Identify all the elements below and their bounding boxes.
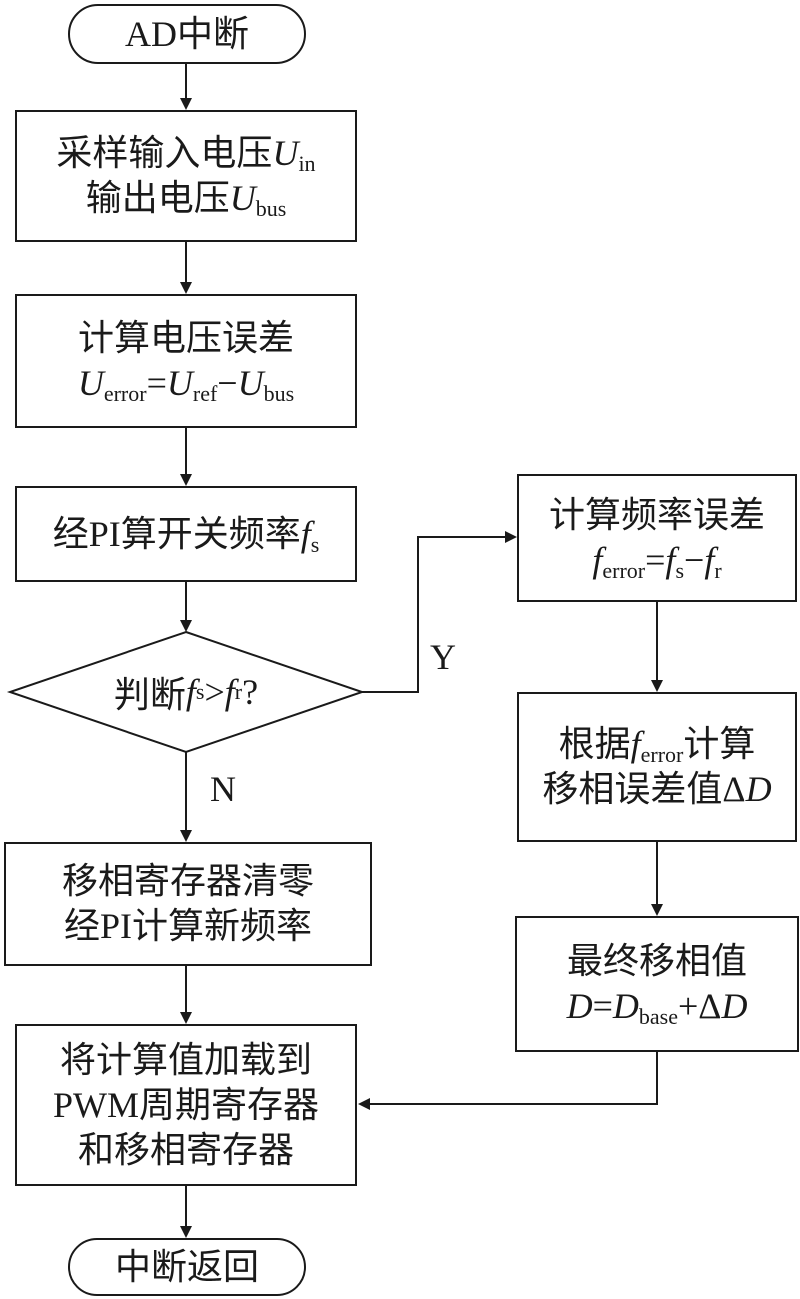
- sample-line-1: 采样输入电压Uin: [56, 133, 316, 176]
- load-line-3: 和移相寄存器: [77, 1129, 294, 1170]
- end-terminal: 中断返回: [68, 1238, 306, 1296]
- voltage-error-title: 计算电压误差: [77, 318, 294, 358]
- sample-voltage-box: 采样输入电压Uin 输出电压Ubus: [15, 110, 357, 242]
- no-label: N: [210, 769, 236, 809]
- voltage-error-formula: Uerror=Uref−Ubus: [77, 363, 295, 406]
- end-label: 中断返回: [114, 1246, 259, 1287]
- load-line-2: PWM周期寄存器: [52, 1084, 319, 1125]
- clear-register-box: 移相寄存器清零 经PI计算新频率: [4, 842, 372, 966]
- sample-line-2: 输出电压Ubus: [85, 178, 287, 221]
- final-phase-formula: D=Dbase+ΔD: [566, 986, 748, 1029]
- arrow-final-to-load: [358, 1052, 658, 1110]
- frequency-error-formula: ferror=fs−fr: [592, 540, 722, 583]
- phase-error-line-2: 移相误差值ΔD: [542, 769, 772, 809]
- start-label: AD中断: [125, 13, 249, 54]
- pi-frequency-box: 经PI算开关频率fs: [15, 486, 357, 582]
- start-terminal: AD中断: [68, 4, 306, 64]
- load-line-1: 将计算值加载到: [59, 1039, 312, 1080]
- arrow-decision-yes: [362, 531, 517, 693]
- final-phase-box: 最终移相值 D=Dbase+ΔD: [515, 916, 799, 1052]
- load-registers-box: 将计算值加载到 PWM周期寄存器 和移相寄存器: [15, 1024, 357, 1186]
- frequency-error-title: 计算频率误差: [548, 495, 765, 535]
- phase-error-box: 根据ferror计算 移相误差值ΔD: [517, 692, 797, 842]
- final-phase-title: 最终移相值: [566, 941, 747, 981]
- clear-line-2: 经PI计算新频率: [63, 906, 312, 946]
- yes-label: Y: [430, 637, 456, 677]
- clear-line-1: 移相寄存器清零: [61, 861, 314, 901]
- pi-frequency-label: 经PI算开关频率fs: [52, 513, 320, 557]
- frequency-error-box: 计算频率误差 ferror=fs−fr: [517, 474, 797, 602]
- decision-diamond: [6, 630, 366, 754]
- voltage-error-box: 计算电压误差 Uerror=Uref−Ubus: [15, 294, 357, 428]
- phase-error-line-1: 根据ferror计算: [558, 724, 756, 767]
